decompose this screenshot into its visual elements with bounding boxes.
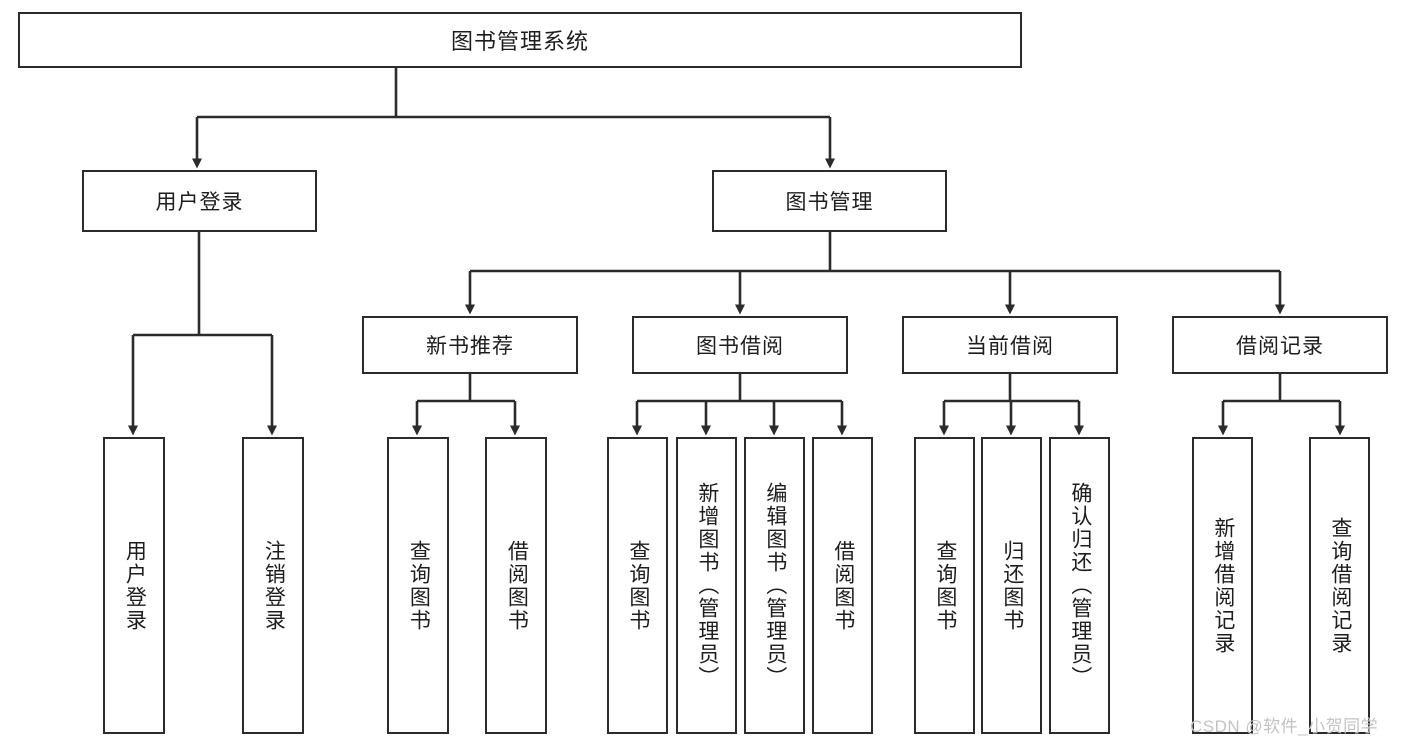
node-label: 注销登录 <box>262 539 286 632</box>
node-label: 借阅图书 <box>505 539 529 632</box>
leaf-borrow-record-add-record[interactable]: 新增借阅记录 <box>1192 437 1253 734</box>
leaf-new-book-query-book[interactable]: 查询图书 <box>387 437 449 734</box>
leaf-book-borrow-query-book[interactable]: 查询图书 <box>607 437 668 734</box>
node-label: 图书管理 <box>785 191 874 214</box>
leaf-book-borrow-borrow-book[interactable]: 借阅图书 <box>812 437 873 734</box>
node-label: 查询图书 <box>626 539 650 632</box>
node-book-borrow[interactable]: 图书借阅 <box>632 316 848 374</box>
node-label: 借阅图书 <box>831 539 855 632</box>
node-label: 查询图书 <box>407 539 431 632</box>
node-label: 图书借阅 <box>696 335 784 358</box>
node-label: 图书管理系统 <box>450 29 589 54</box>
node-new-book-recommend[interactable]: 新书推荐 <box>362 316 578 374</box>
node-label: 查询图书 <box>933 539 957 632</box>
node-label: 新增图书（管理员） <box>695 482 719 689</box>
node-label: 借阅记录 <box>1236 335 1324 358</box>
leaf-current-borrow-confirm-return-admin[interactable]: 确认归还（管理员） <box>1049 437 1110 734</box>
leaf-book-borrow-add-book-admin[interactable]: 新增图书（管理员） <box>676 437 737 734</box>
leaf-user-login-logout[interactable]: 注销登录 <box>242 437 304 734</box>
node-label: 新增借阅记录 <box>1211 516 1235 655</box>
node-label: 用户登录 <box>155 191 244 214</box>
leaf-current-borrow-query-book[interactable]: 查询图书 <box>914 437 975 734</box>
leaf-book-borrow-edit-book-admin[interactable]: 编辑图书（管理员） <box>744 437 805 734</box>
node-label: 归还图书 <box>1000 539 1024 632</box>
watermark: CSDN @软件_小贺同学 <box>1190 717 1379 736</box>
node-label: 用户登录 <box>123 539 147 632</box>
leaf-new-book-borrow-book[interactable]: 借阅图书 <box>485 437 547 734</box>
node-label: 查询借阅记录 <box>1328 516 1352 655</box>
leaf-borrow-record-query-record[interactable]: 查询借阅记录 <box>1309 437 1370 734</box>
node-label: 新书推荐 <box>426 335 514 358</box>
node-label: 当前借阅 <box>966 335 1054 358</box>
node-borrow-record[interactable]: 借阅记录 <box>1172 316 1388 374</box>
leaf-user-login-login[interactable]: 用户登录 <box>103 437 165 734</box>
node-user-login[interactable]: 用户登录 <box>82 170 317 232</box>
leaf-current-borrow-return-book[interactable]: 归还图书 <box>981 437 1042 734</box>
node-root-book-management-system[interactable]: 图书管理系统 <box>18 12 1022 68</box>
node-label: 编辑图书（管理员） <box>763 482 787 689</box>
node-label: 确认归还（管理员） <box>1068 482 1092 689</box>
node-current-borrow[interactable]: 当前借阅 <box>902 316 1118 374</box>
node-book-management[interactable]: 图书管理 <box>712 170 947 232</box>
